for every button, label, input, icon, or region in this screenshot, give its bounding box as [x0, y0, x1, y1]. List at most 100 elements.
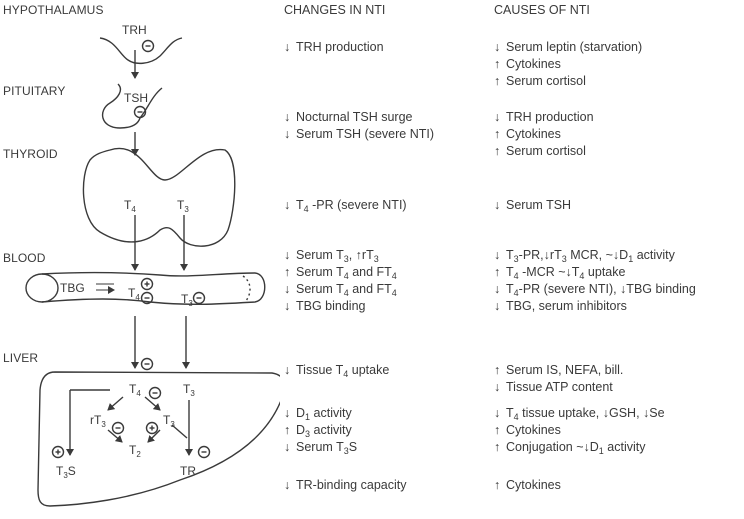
change-item: ↓TBG binding: [284, 299, 365, 313]
label-hypothalamus: HYPOTHALAMUS: [3, 3, 104, 17]
minus-icon: [148, 386, 162, 400]
down-arrow-icon: ↓: [494, 282, 501, 296]
cause-text: T3-PR,↓rT3 MCR, ~↓D1 activity: [506, 248, 675, 264]
cause-item: ↓ T3-PR,↓rT3 MCR, ~↓D1 activity: [494, 248, 675, 264]
pituitary-shape: [101, 83, 163, 129]
cause-text: Tissue ATP content: [506, 380, 613, 394]
liver-t3-label: T3: [183, 382, 195, 398]
plus-icon: [51, 445, 65, 459]
change-item: ↓TR-binding capacity: [284, 478, 406, 492]
cause-item: ↓ TBG, serum inhibitors: [494, 299, 627, 313]
cause-item: ↑ Cytokines: [494, 478, 561, 492]
cause-item: ↓ Tissue ATP content: [494, 380, 613, 394]
change-text: D1 activity: [296, 406, 352, 422]
rt3-label: rT3: [90, 413, 106, 429]
change-text: TRH production: [296, 40, 384, 54]
cause-item: ↑ Serum cortisol: [494, 144, 586, 158]
down-arrow-icon: ↓: [284, 282, 291, 296]
down-arrow-icon: ↓: [284, 478, 291, 492]
up-arrow-icon: ↑: [494, 127, 501, 141]
cause-item: ↑Conjugation ~↓D1 activity: [494, 440, 645, 456]
down-arrow-icon: ↓: [494, 299, 501, 313]
up-arrow-icon: ↑: [494, 74, 501, 88]
cause-text: T4 -MCR ~↓T4 uptake: [506, 265, 626, 281]
change-item: ↓ Serum T4 and FT4: [284, 282, 397, 298]
down-arrow-icon: ↓: [494, 40, 501, 54]
up-arrow-icon: ↑: [494, 423, 501, 437]
vessel-opening: [25, 273, 59, 303]
cause-item: ↓ TRH production: [494, 110, 594, 124]
cause-item: ↓Serum TSH: [494, 198, 571, 212]
trh-label: TRH: [122, 23, 147, 37]
cause-text: Serum cortisol: [506, 74, 586, 88]
thyroid-shape: [82, 147, 236, 247]
change-item: ↓ T4 -PR (severe NTI): [284, 198, 407, 214]
up-arrow-icon: ↑: [494, 144, 501, 158]
thyroid-axis-diagram: TRH TSH T4 T3 TBG T4 T3 T4 T3 rT3 T3 T2 …: [25, 23, 280, 507]
liver-t4-label: T4: [129, 382, 141, 398]
down-arrow-icon: ↓: [494, 198, 501, 212]
thyroid-t3-label: T3: [177, 198, 189, 214]
cause-item: ↑T4 -MCR ~↓T4 uptake: [494, 265, 625, 281]
change-text: D3 activity: [296, 423, 352, 439]
cause-item: ↓ Serum leptin (starvation): [494, 40, 642, 54]
blood-vessel: [41, 271, 266, 305]
change-text: Serum T4 and FT4: [296, 265, 397, 281]
cause-text: Serum cortisol: [506, 144, 586, 158]
label-liver: LIVER: [3, 351, 39, 365]
down-arrow-icon: ↓: [284, 40, 291, 54]
minus-icon: [140, 291, 154, 305]
change-text: Serum T3S: [296, 440, 358, 456]
cause-text: Cytokines: [506, 423, 561, 437]
cause-text: T4 tissue uptake, ↓GSH, ↓Se: [506, 406, 665, 422]
change-item: ↓Nocturnal TSH surge: [284, 110, 413, 124]
change-text: T4 -PR (severe NTI): [296, 198, 407, 214]
down-arrow-icon: ↓: [494, 406, 501, 420]
thyroid-t4-label: T4: [124, 198, 136, 214]
change-item: ↓ TRH production: [284, 40, 384, 54]
up-arrow-icon: ↑: [494, 57, 501, 71]
cause-text: TBG, serum inhibitors: [506, 299, 627, 313]
tbg-label: TBG: [60, 281, 85, 295]
label-pituitary: PITUITARY: [3, 84, 66, 98]
change-item: ↓ D1 activity: [284, 406, 352, 422]
t3-mid-label: T3: [163, 413, 175, 429]
down-arrow-icon: ↓: [494, 248, 501, 262]
up-arrow-icon: ↑: [284, 265, 291, 279]
liver-shape: [37, 371, 280, 507]
plus-icon: [145, 421, 159, 435]
minus-icon: [111, 421, 125, 435]
change-text: Serum TSH (severe NTI): [296, 127, 434, 141]
down-arrow-icon: ↓: [284, 299, 291, 313]
cause-text: Cytokines: [506, 57, 561, 71]
blood-t3-label: T3: [181, 292, 193, 308]
cause-text: Serum leptin (starvation): [506, 40, 643, 54]
label-blood: BLOOD: [3, 251, 46, 265]
plus-icon: [140, 277, 154, 291]
up-arrow-icon: ↑: [494, 478, 501, 492]
down-arrow-icon: ↓: [284, 198, 291, 212]
label-thyroid: THYROID: [3, 147, 58, 161]
down-arrow-icon: ↓: [494, 380, 501, 394]
cause-text: Conjugation ~↓D1 activity: [506, 440, 646, 456]
change-text: Serum T3, ↑rT3: [296, 248, 379, 264]
header-causes: CAUSES OF NTI: [494, 3, 590, 17]
down-arrow-icon: ↓: [494, 110, 501, 124]
up-arrow-icon: ↑: [284, 423, 291, 437]
change-item: ↓Serum TSH (severe NTI): [284, 127, 434, 141]
up-arrow-icon: ↑: [494, 363, 501, 377]
change-item: ↑ Serum T4 and FT4: [284, 265, 397, 281]
down-arrow-icon: ↓: [284, 110, 291, 124]
hypothalamus-shape: [99, 37, 183, 65]
cause-item: ↑Cytokines: [494, 127, 561, 141]
cause-text: Cytokines: [506, 478, 561, 492]
cause-item: ↑ Cytokines: [494, 423, 561, 437]
change-item: ↑ D3 activity: [284, 423, 352, 439]
down-arrow-icon: ↓: [284, 406, 291, 420]
minus-icon: [133, 105, 147, 119]
cause-item: ↓ T4 tissue uptake, ↓GSH, ↓Se: [494, 406, 665, 422]
down-arrow-icon: ↓: [284, 440, 291, 454]
cause-item: ↑Serum IS, NEFA, bill.: [494, 363, 623, 377]
cause-text: TRH production: [506, 110, 594, 124]
change-text: Serum T4 and FT4: [296, 282, 397, 298]
